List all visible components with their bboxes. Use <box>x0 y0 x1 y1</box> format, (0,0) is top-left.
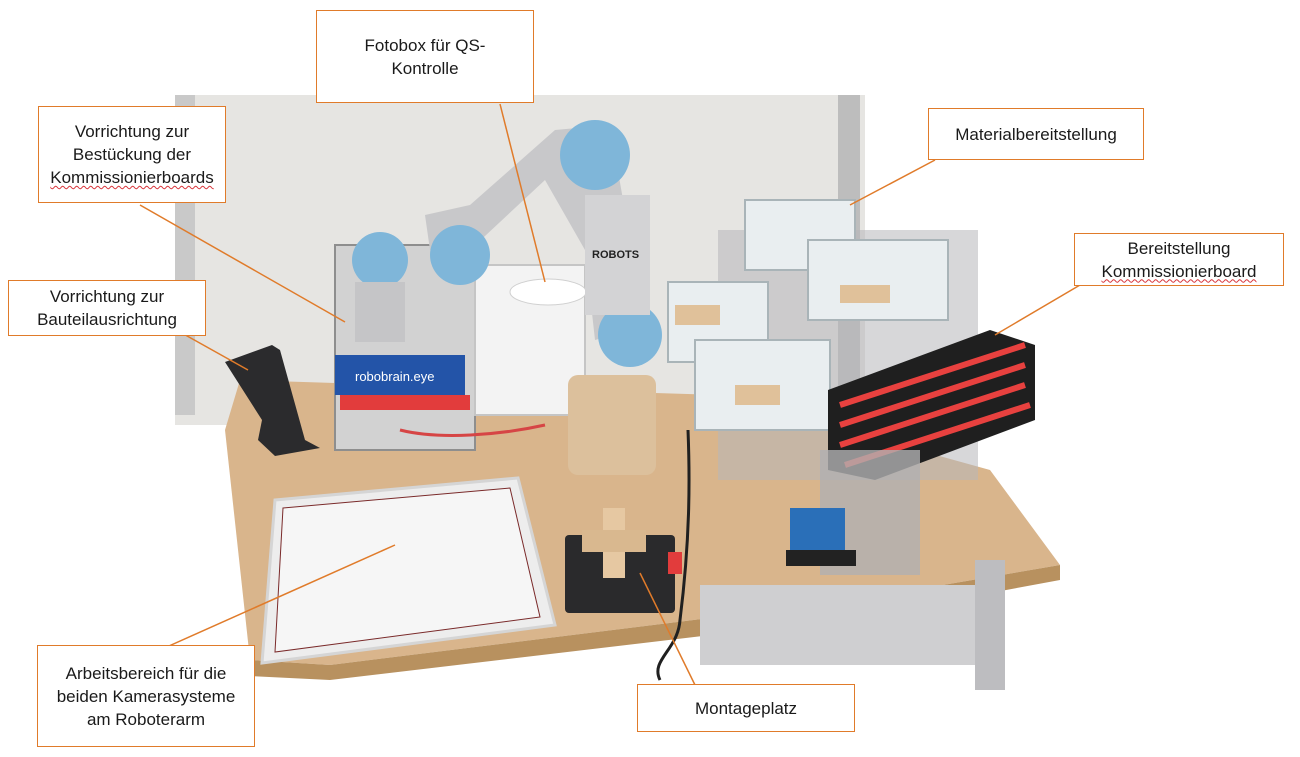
assembly-stop-button <box>668 552 682 574</box>
callout-board-line-1: Bereitstellung <box>1127 238 1231 258</box>
material-box-2 <box>807 239 949 321</box>
loading-device-plate <box>335 355 465 395</box>
callout-bestueckung-line-2: Bestückung der <box>72 145 192 164</box>
table-cabinet-leg <box>975 560 1005 690</box>
callout-arbeitsbereich-line-1: Arbeitsbereich für die <box>65 663 227 683</box>
leader-fotobox <box>499 103 546 283</box>
picking-board-stack <box>828 330 1035 480</box>
callout-bauteil-line-2: Bauteilausrichtung <box>37 310 177 329</box>
callout-material: Materialbereitstellung <box>928 108 1144 160</box>
callout-montageplatz-line-1: Montageplatz <box>694 698 798 718</box>
work-area-sheet <box>274 487 541 653</box>
small-robot-joint <box>352 232 408 288</box>
table-cabinet <box>700 585 1000 665</box>
robobrain-label: robobrain.eye <box>355 369 435 384</box>
leader-material <box>849 159 936 206</box>
card-stand-base <box>786 550 856 566</box>
leader-bauteil <box>179 331 249 371</box>
callout-fotobox: Fotobox für QS- Kontrolle <box>316 10 534 103</box>
leader-montageplatz <box>639 572 696 686</box>
leader-arbeitsbereich <box>159 544 396 651</box>
callout-material-line-1: Materialbereitstellung <box>955 124 1117 144</box>
leader-lines <box>139 103 1081 686</box>
callout-bestueckung-line-1: Vorrichtung zur <box>74 122 190 141</box>
robot-column <box>585 195 650 315</box>
robot-elbow-joint <box>430 225 490 285</box>
wood-parts-3 <box>735 385 780 405</box>
callout-vorrichtung-bestueckung: Vorrichtung zur Bestückung der Kommissio… <box>38 106 226 203</box>
robot-base-wood <box>568 375 656 475</box>
callout-fotobox-line-2: Kontrolle <box>391 58 459 78</box>
small-robot-arm <box>355 282 405 342</box>
loading-device-base <box>340 395 470 410</box>
callout-arbeitsbereich: Arbeitsbereich für die beiden Kamerasyst… <box>37 645 255 747</box>
callout-arbeitsbereich-line-2: beiden Kamerasysteme <box>56 686 236 706</box>
callout-bereitstellung-board: Bereitstellung Kommissionierboard <box>1074 233 1284 286</box>
assembly-part-horizontal <box>582 530 646 552</box>
loading-device-cable <box>399 423 546 437</box>
photo-box-opening <box>509 278 587 306</box>
robots-label: ROBOTS <box>592 249 639 261</box>
alignment-fixture <box>225 345 320 456</box>
wood-parts-1 <box>840 285 890 303</box>
callout-vorrichtung-bauteil: Vorrichtung zur Bauteilausrichtung <box>8 280 206 336</box>
callout-bestueckung-line-3: Kommissionierboards <box>50 168 214 187</box>
card-stand <box>790 508 845 558</box>
callout-fotobox-line-1: Fotobox für QS- <box>364 35 486 55</box>
leader-bestueckung <box>139 204 346 323</box>
robot-wrist-joint <box>598 303 662 367</box>
callout-arbeitsbereich-line-3: am Roboterarm <box>86 709 206 729</box>
callout-bauteil-line-1: Vorrichtung zur <box>49 287 165 306</box>
wood-parts-2 <box>675 305 720 325</box>
callout-board-line-2: Kommissionierboard <box>1101 261 1257 281</box>
robot-cable <box>656 429 691 681</box>
callout-montageplatz: Montageplatz <box>637 684 855 732</box>
robot-shoulder-joint <box>560 120 630 190</box>
table-edge <box>250 565 1060 680</box>
leader-board <box>994 284 1081 336</box>
